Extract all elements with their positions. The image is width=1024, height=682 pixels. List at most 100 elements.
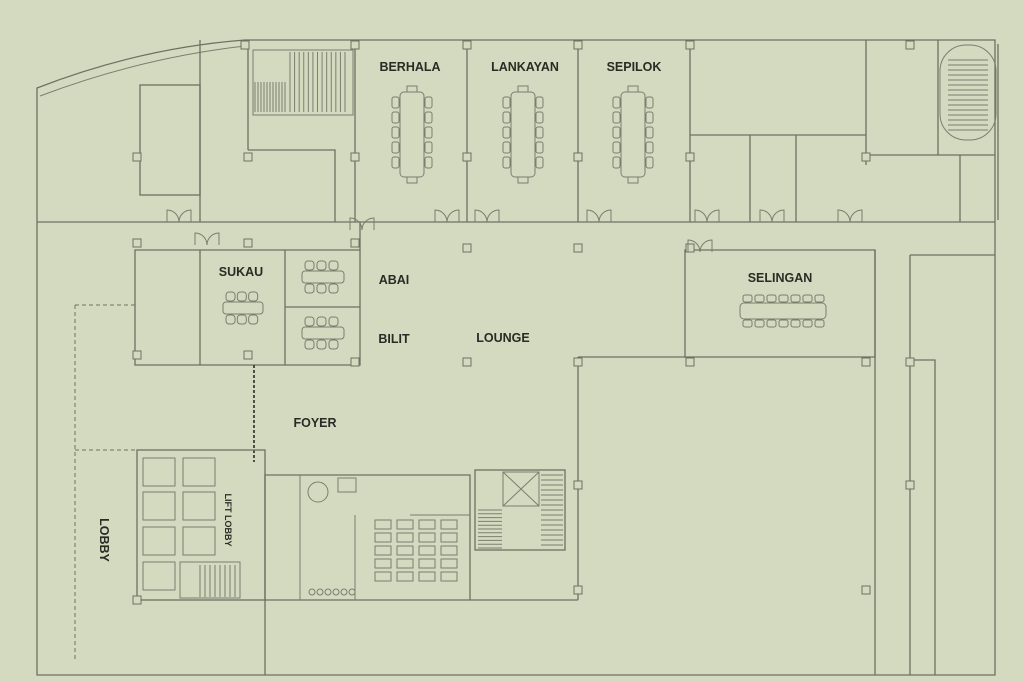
column — [132, 350, 142, 360]
chair — [766, 319, 777, 328]
toilet-cubicle — [440, 545, 458, 556]
column — [685, 243, 695, 253]
wash-basin — [332, 588, 340, 596]
chair — [328, 339, 339, 350]
toilet-cubicles — [308, 519, 458, 596]
toilet-cubicle — [374, 571, 392, 582]
column — [243, 238, 253, 248]
toilet-cubicle — [374, 532, 392, 543]
conference-table — [399, 91, 425, 178]
wash-basin — [340, 588, 348, 596]
chair — [754, 319, 765, 328]
column — [861, 585, 871, 595]
column — [132, 152, 142, 162]
room-label-lounge: LOUNGE — [476, 331, 529, 345]
chair — [517, 85, 529, 93]
chair — [645, 141, 654, 154]
chair — [236, 291, 247, 302]
chair — [802, 294, 813, 303]
toilet-cubicle — [396, 558, 414, 569]
toilet-cubicle — [440, 532, 458, 543]
column — [350, 357, 360, 367]
column — [573, 243, 583, 253]
chair — [391, 141, 400, 154]
column — [905, 480, 915, 490]
toilet-cubicle — [440, 571, 458, 582]
toilet-cubicle — [440, 519, 458, 530]
chair — [424, 111, 433, 124]
column — [132, 238, 142, 248]
door — [687, 239, 713, 253]
stairs-icon — [478, 474, 563, 549]
lift-car — [182, 491, 216, 521]
chair — [391, 111, 400, 124]
chair — [627, 176, 639, 184]
room-label-sepilok: SEPILOK — [607, 60, 662, 74]
toilet-cubicle — [374, 519, 392, 530]
column — [462, 243, 472, 253]
chair — [535, 141, 544, 154]
door — [474, 209, 500, 223]
toilet-cubicle — [396, 532, 414, 543]
chair — [612, 96, 621, 109]
chair — [645, 96, 654, 109]
column — [462, 152, 472, 162]
room-label-selingan: SELINGAN — [748, 271, 813, 285]
chair — [790, 294, 801, 303]
chair — [316, 316, 327, 327]
chair — [535, 96, 544, 109]
meeting-table — [301, 326, 345, 340]
room-label-lift-lobby: LIFT LOBBY — [223, 494, 233, 547]
lift-cars — [142, 457, 241, 597]
chair — [502, 141, 511, 154]
chair — [424, 141, 433, 154]
chair — [316, 339, 327, 350]
toilet-cubicle — [418, 545, 436, 556]
chair — [517, 176, 529, 184]
chair — [236, 314, 247, 325]
walls — [36, 39, 999, 676]
column — [350, 152, 360, 162]
meeting-table — [301, 270, 345, 284]
toilet-cubicle — [418, 571, 436, 582]
door — [586, 209, 612, 223]
chair — [502, 156, 511, 169]
chair — [391, 126, 400, 139]
chair — [316, 283, 327, 294]
chair — [778, 319, 789, 328]
chair — [778, 294, 789, 303]
chair — [304, 339, 315, 350]
toilet-cubicle — [418, 519, 436, 530]
door — [694, 209, 720, 223]
wash-basin — [348, 588, 356, 596]
chair — [627, 85, 639, 93]
toilet-cubicle — [440, 558, 458, 569]
chair — [814, 319, 825, 328]
wash-basin — [308, 588, 316, 596]
lift-car — [142, 561, 176, 591]
room-label-foyer: FOYER — [293, 416, 336, 430]
chair — [802, 319, 813, 328]
door — [349, 217, 375, 231]
room-labels: BERHALA LANKAYAN SEPILOK SUKAU ABAI BILI… — [97, 60, 812, 563]
chair — [645, 156, 654, 169]
chair — [814, 294, 825, 303]
chair — [304, 316, 315, 327]
chair — [754, 294, 765, 303]
chair — [742, 319, 753, 328]
column — [462, 40, 472, 50]
lift-car — [142, 457, 176, 487]
toilet-cubicle — [418, 558, 436, 569]
chair — [225, 291, 236, 302]
column — [685, 357, 695, 367]
chair — [424, 96, 433, 109]
column — [243, 152, 253, 162]
column — [240, 40, 250, 50]
doors — [166, 209, 863, 253]
conference-table — [739, 302, 827, 320]
chair — [612, 126, 621, 139]
column — [462, 357, 472, 367]
room-label-berhala: BERHALA — [379, 60, 440, 74]
chair — [424, 156, 433, 169]
chair — [406, 176, 418, 184]
